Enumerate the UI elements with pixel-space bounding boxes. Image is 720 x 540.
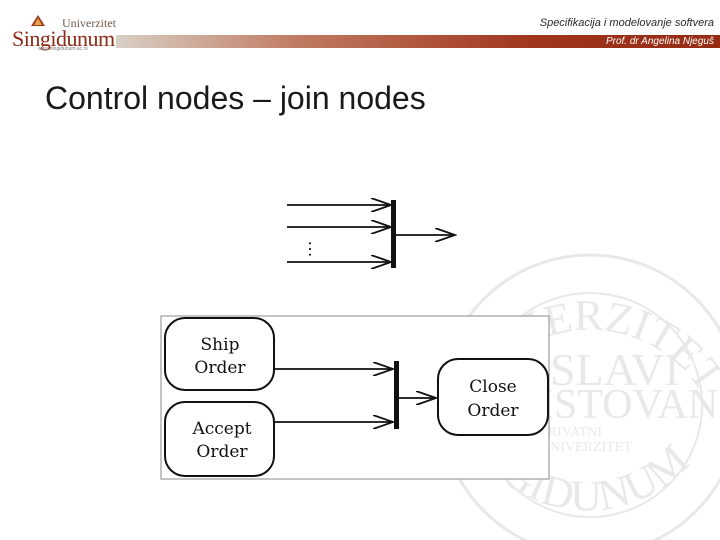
join-schematic: … xyxy=(287,200,455,268)
ship-order-node xyxy=(164,317,275,391)
accept-order-label-line2: Order xyxy=(196,442,248,462)
close-order-node xyxy=(437,358,549,436)
watermark-line3: PRIVATNI xyxy=(540,425,602,440)
logo-top-text: Univerzitet xyxy=(62,16,116,30)
watermark-line2: ISTOVANI xyxy=(540,382,720,428)
header-bar xyxy=(116,35,720,48)
close-order-label-line2: Order xyxy=(467,401,519,421)
ship-order-label-line2: Order xyxy=(194,358,246,378)
join-bar xyxy=(391,200,396,268)
join-example: Ship Order Accept Order Close Order xyxy=(160,315,550,480)
watermark-line4: UNIVERZITET xyxy=(540,440,632,455)
logo-url-text: www.singidunum.ac.rs xyxy=(38,46,88,52)
author-name: Prof. dr Angelina Njeguš xyxy=(605,36,714,47)
accept-order-label-line1: Accept xyxy=(191,419,251,439)
course-title: Specifikacija i modelovanje softvera xyxy=(539,17,714,29)
watermark-line1: SLAVI xyxy=(550,344,680,395)
join-bar-example xyxy=(394,361,399,429)
close-order-label-line1: Close xyxy=(469,377,516,397)
logo-emblem-icon xyxy=(31,15,45,26)
accept-order-node xyxy=(164,401,275,477)
page-title: Control nodes – join nodes xyxy=(45,80,426,116)
university-logo: Univerzitet Singidunum www.singidunum.ac… xyxy=(8,12,116,54)
logo-main-text: Singidunum xyxy=(12,26,115,51)
ellipsis-marker: … xyxy=(305,240,325,258)
ship-order-label-line1: Ship xyxy=(201,335,240,355)
